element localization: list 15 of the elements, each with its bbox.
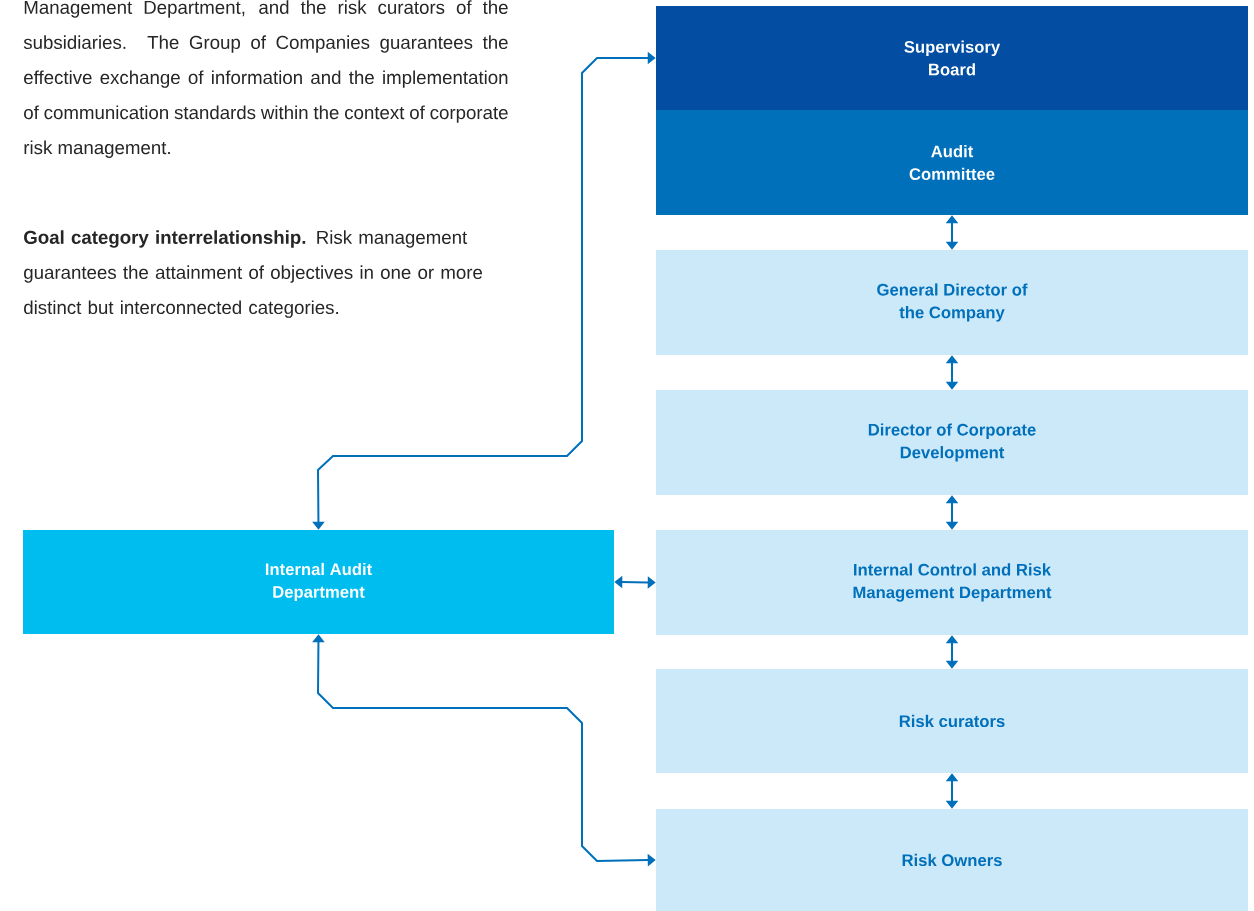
org-box: General Director of the Company: [656, 250, 1248, 355]
org-box: Risk Owners: [656, 809, 1248, 911]
arrow: [945, 215, 959, 250]
org-box: Risk curators: [656, 669, 1248, 773]
arrow: [945, 495, 959, 530]
arrow: [945, 635, 959, 669]
arrow: [945, 355, 959, 390]
org-box: Audit Committee: [656, 110, 1248, 215]
org-box: Director of Corporate Development: [656, 390, 1248, 495]
arrow: [945, 773, 959, 809]
org-box: Supervisory Board: [656, 6, 1248, 110]
paragraph: Goal category interrelationship. Risk management guarantees the attainment of objectives in one or more distinct but interconnected categories.: [24, 230, 483, 318]
paragraph: Management Department, and the risk curators of the subsidiaries. The Group of Companies guarantees the effective exchange of information and the implementation of communication standards within the context of corporate risk management.: [23, 0, 508, 158]
org-box: Internal Audit Department: [23, 530, 614, 634]
org-box: Internal Control and Risk Management Department: [656, 530, 1248, 635]
